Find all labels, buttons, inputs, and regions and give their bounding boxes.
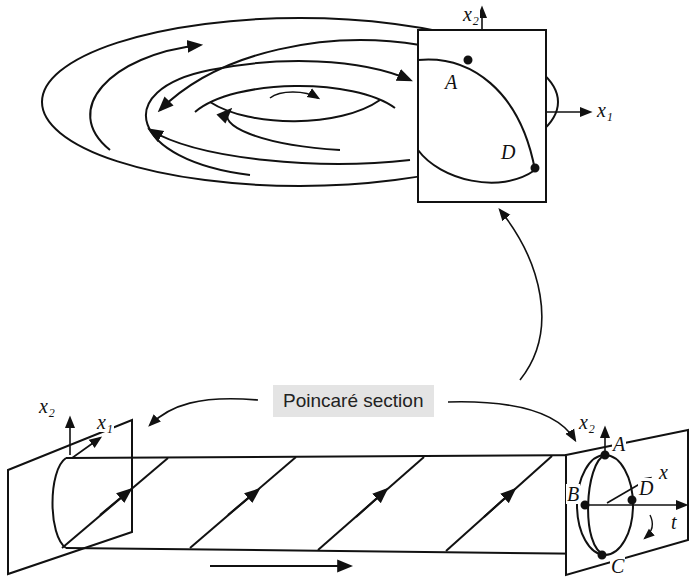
leader-arrow — [500, 210, 542, 380]
point — [599, 552, 606, 559]
point — [629, 497, 636, 504]
helix-arrow — [228, 490, 258, 515]
axis-label: x — [658, 462, 669, 482]
poincare-plane — [418, 30, 546, 202]
helix — [62, 458, 168, 548]
axis-label: x₁ — [596, 100, 614, 120]
trajectory — [146, 61, 410, 175]
axis-label: A — [612, 434, 626, 454]
callout-box: Poincaré section — [273, 385, 434, 417]
cylinder-outline — [66, 455, 605, 554]
trajectory — [90, 45, 200, 150]
axis-label: A — [444, 72, 458, 92]
axis — [69, 418, 71, 455]
axis — [585, 504, 686, 506]
rotation-arrow — [270, 92, 318, 98]
poincare-plane — [566, 430, 688, 575]
torus-hole — [210, 100, 380, 121]
axis-label: x₂ — [38, 396, 56, 416]
leader-arrow — [448, 402, 575, 440]
axis-label: C — [610, 556, 625, 576]
time-arrow — [210, 565, 350, 567]
helix-arrow — [100, 490, 130, 515]
axis-label: x₂ — [462, 4, 480, 24]
axis-label: t — [670, 512, 678, 532]
axis — [481, 8, 483, 30]
rotation-arrow — [645, 515, 652, 538]
helix — [190, 457, 296, 548]
axis-label: B — [566, 484, 580, 504]
axis-label: x₂ — [578, 412, 596, 432]
helix — [446, 456, 552, 551]
callout-text: Poincaré section — [283, 390, 424, 412]
helix-arrow — [356, 490, 386, 517]
helix — [318, 457, 424, 550]
helix-arrow — [484, 490, 514, 517]
axis — [546, 111, 590, 113]
point — [532, 165, 539, 172]
trajectory — [227, 110, 340, 150]
axis — [72, 438, 100, 458]
axis-label: D — [500, 142, 516, 162]
leader-arrow — [150, 399, 258, 425]
trajectory — [150, 130, 410, 164]
point — [602, 452, 609, 459]
trajectory — [160, 40, 420, 110]
point — [465, 57, 472, 64]
axis-label: D — [638, 478, 654, 498]
cylinder-outline — [53, 458, 67, 548]
axis-label: x₁ — [96, 412, 114, 432]
torus-cross-section — [418, 60, 535, 183]
point — [582, 502, 589, 509]
